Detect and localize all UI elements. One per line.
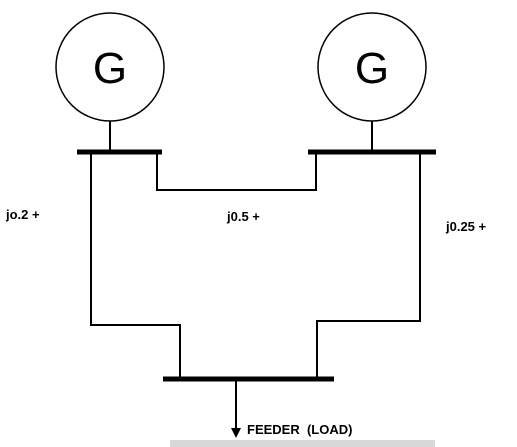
- feeder-arrow: [231, 379, 241, 438]
- generator-right-symbol: G: [355, 44, 389, 93]
- impedance-right-label: j0.25 +: [445, 219, 487, 234]
- impedance-middle-label: j0.5 +: [226, 209, 260, 224]
- impedance-left-label: jo.2 +: [5, 207, 40, 222]
- generator-left: G: [55, 12, 165, 152]
- feeder-load-label: FEEDER (LOAD): [247, 422, 352, 437]
- generator-right: G: [317, 12, 427, 152]
- generator-left-symbol: G: [93, 44, 127, 93]
- line-right: [316, 152, 421, 379]
- bottom-strip: [170, 440, 435, 447]
- line-middle: [156, 152, 317, 191]
- line-left: [90, 152, 181, 379]
- feeder-arrow-head: [231, 428, 241, 438]
